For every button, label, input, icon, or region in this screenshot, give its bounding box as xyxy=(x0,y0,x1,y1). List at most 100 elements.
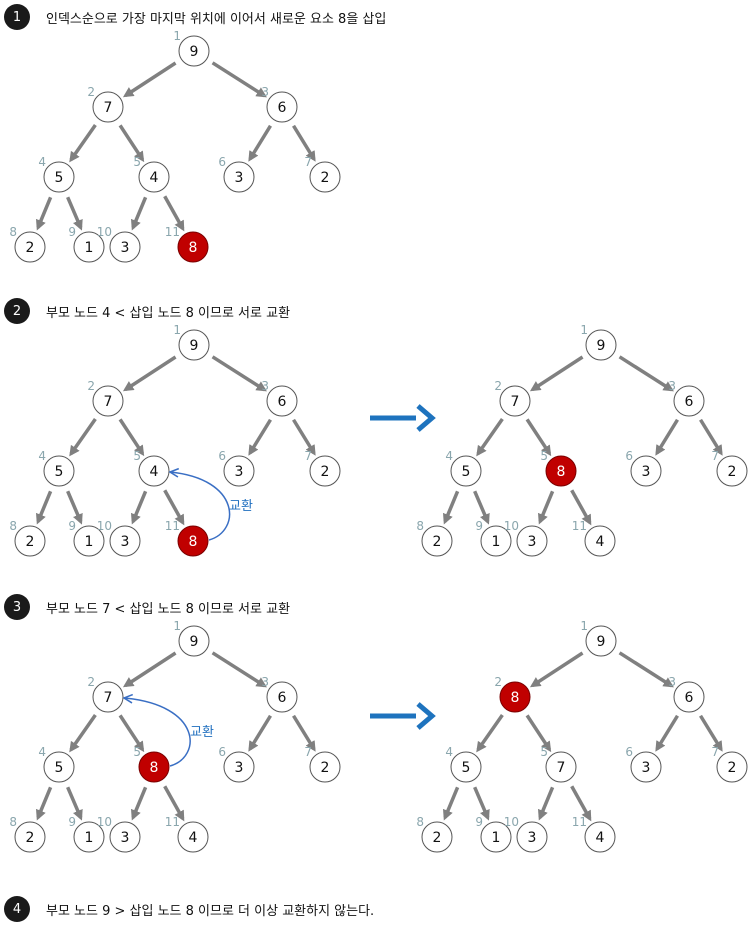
node-index-label: 8 xyxy=(9,519,17,533)
heap-node: 91 xyxy=(580,619,617,657)
node-circle xyxy=(109,525,141,557)
node-index-label: 11 xyxy=(165,225,180,239)
heap-node: 72 xyxy=(87,85,124,123)
node-value: 3 xyxy=(642,464,651,480)
heap-node: 91 xyxy=(173,323,210,361)
edge-arrow xyxy=(66,490,83,525)
node-circle xyxy=(716,751,748,783)
node-value: 6 xyxy=(278,690,287,706)
node-value: 2 xyxy=(26,240,35,256)
node-index-label: 10 xyxy=(97,225,112,239)
step-number-badge: 2 xyxy=(4,298,30,324)
heap-node: 28 xyxy=(416,815,453,853)
heap-node: 28 xyxy=(416,519,453,557)
node-index-label: 11 xyxy=(572,815,587,829)
node-index-label: 7 xyxy=(304,449,312,463)
node-value: 5 xyxy=(55,464,64,480)
edge-arrow xyxy=(122,651,177,688)
edge-arrow xyxy=(36,196,53,231)
node-circle xyxy=(14,525,46,557)
heap-node: 85 xyxy=(540,449,577,487)
node-circle xyxy=(138,161,170,193)
node-value: 3 xyxy=(642,760,651,776)
node-value: 5 xyxy=(55,760,64,776)
node-value: 4 xyxy=(150,170,159,186)
node-value: 2 xyxy=(321,170,330,186)
node-value: 3 xyxy=(235,760,244,776)
edge-arrow xyxy=(655,418,679,456)
edge-arrow xyxy=(69,418,97,457)
node-value: 9 xyxy=(597,634,606,650)
node-value: 1 xyxy=(85,830,94,846)
node-circle xyxy=(43,455,75,487)
edge-arrow xyxy=(131,786,148,821)
edge-arrow xyxy=(618,651,674,688)
heap-node: 310 xyxy=(97,225,141,263)
node-index-label: 4 xyxy=(38,155,46,169)
node-circle xyxy=(223,751,255,783)
node-value: 6 xyxy=(685,690,694,706)
node-value: 8 xyxy=(511,690,520,706)
node-index-label: 3 xyxy=(261,85,269,99)
node-value: 4 xyxy=(596,534,605,550)
heap-node: 63 xyxy=(261,85,298,123)
inserted-node-circle xyxy=(499,681,531,713)
node-index-label: 7 xyxy=(304,155,312,169)
heap-node: 91 xyxy=(173,619,210,657)
edge-arrow xyxy=(211,651,267,688)
node-index-label: 10 xyxy=(97,815,112,829)
edge-arrow xyxy=(538,786,555,821)
heap-node: 19 xyxy=(68,519,105,557)
edge-arrow xyxy=(570,785,592,822)
edge-arrow xyxy=(473,786,490,821)
transition-arrow-icon xyxy=(370,404,436,432)
node-value: 9 xyxy=(597,338,606,354)
node-value: 2 xyxy=(26,830,35,846)
node-index-label: 4 xyxy=(38,449,46,463)
swap-label: 교환 xyxy=(229,499,253,514)
node-index-label: 3 xyxy=(261,379,269,393)
node-value: 2 xyxy=(433,534,442,550)
node-index-label: 7 xyxy=(711,745,719,759)
heap-node: 54 xyxy=(38,449,75,487)
heap-node: 310 xyxy=(504,815,548,853)
heap-node: 54 xyxy=(38,155,75,193)
node-index-label: 4 xyxy=(445,745,453,759)
heap-node: 45 xyxy=(133,449,170,487)
edge-arrow xyxy=(618,355,674,392)
heap-node: 19 xyxy=(475,815,512,853)
edge-arrow xyxy=(211,61,267,98)
node-index-label: 1 xyxy=(580,323,588,337)
node-value: 4 xyxy=(596,830,605,846)
node-circle xyxy=(266,681,298,713)
node-circle xyxy=(223,161,255,193)
heap-node: 54 xyxy=(445,449,482,487)
node-circle xyxy=(630,751,662,783)
node-circle xyxy=(177,821,209,853)
node-index-label: 10 xyxy=(504,815,519,829)
node-value: 7 xyxy=(557,760,566,776)
node-index-label: 9 xyxy=(68,225,76,239)
edge-arrow xyxy=(163,489,185,526)
node-index-label: 8 xyxy=(9,225,17,239)
node-value: 8 xyxy=(189,240,198,256)
transition-arrow-head xyxy=(416,702,436,730)
transition-arrow-head xyxy=(416,404,436,432)
edge-arrow xyxy=(473,490,490,525)
node-circle xyxy=(92,385,124,417)
heap-node: 411 xyxy=(572,519,616,557)
edge-arrow xyxy=(69,124,97,163)
node-circle xyxy=(109,231,141,263)
edge-arrow xyxy=(118,418,145,457)
node-index-label: 9 xyxy=(475,815,483,829)
edge-arrow xyxy=(69,714,97,753)
heap-node: 72 xyxy=(494,379,531,417)
edge-arrow xyxy=(211,355,267,392)
node-circle xyxy=(14,821,46,853)
heap-node: 8 11 xyxy=(165,225,209,263)
edge-arrow xyxy=(163,195,185,232)
node-index-label: 8 xyxy=(416,815,424,829)
